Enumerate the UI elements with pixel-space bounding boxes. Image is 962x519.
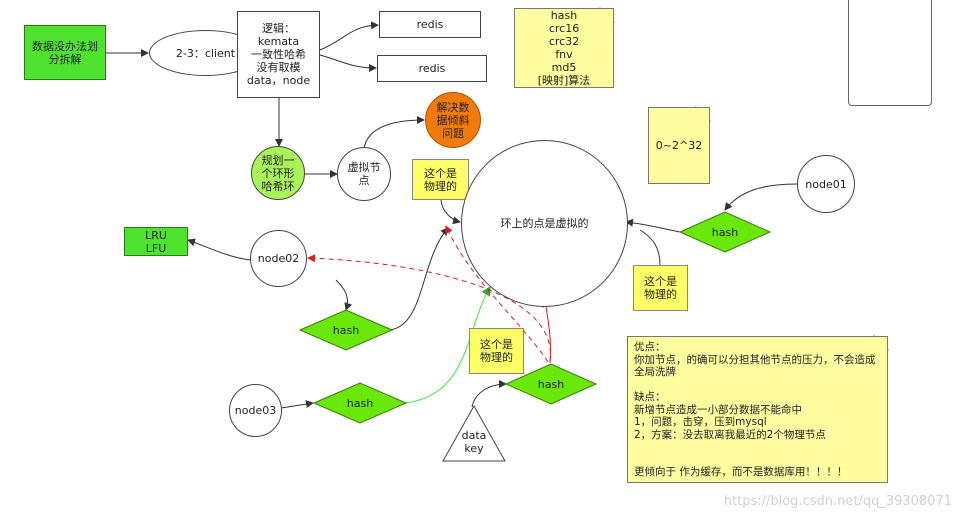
watermark: https://blog.csdn.net/qq_39308071 xyxy=(723,494,952,509)
hash-diamond-d xyxy=(678,211,772,253)
hash-algos-note: hash crc16 crc32 fnv md5 [映射]算法 xyxy=(514,8,614,88)
hash-label-a: hash xyxy=(332,323,360,337)
hash-label-c: hash xyxy=(537,377,565,391)
node01-circle: node01 xyxy=(797,155,855,213)
edge-hashc-ring-dash xyxy=(445,225,549,363)
edge-datakey-hashc xyxy=(471,380,507,408)
summary-note: 优点： 你加节点，的确可以分担其他节点的压力，不会造成全局洗牌 缺点： 新增节点… xyxy=(627,336,888,483)
logic-box: 逻辑： kemata 一致性哈希 没有取模 data，node xyxy=(237,11,320,98)
physical-box-3: 这个是 物理的 xyxy=(469,328,524,374)
edge-node03-hashb xyxy=(280,400,314,409)
edge-logic-redis2 xyxy=(319,54,377,72)
edge-virtual-skew xyxy=(363,116,425,149)
range-note: 0~2^32 xyxy=(648,107,710,184)
redis-box-1: redis xyxy=(379,11,481,38)
edge-phys2-ring xyxy=(639,229,661,266)
ring-plan-circle: 规划一 个环形 哈希环 xyxy=(251,146,305,200)
edge-phys1-ring xyxy=(440,199,461,225)
physical-box-2: 这个是 物理的 xyxy=(633,265,688,311)
edge-hasha-ring xyxy=(389,227,449,331)
ring-circle: 环上的点是虚拟的 xyxy=(461,140,628,307)
edge-hashd-ring xyxy=(625,218,681,233)
datakey-label: data key xyxy=(461,429,487,455)
physical-box-1: 这个是 物理的 xyxy=(412,159,469,200)
redis-box-2: redis xyxy=(377,55,487,82)
datakey-triangle xyxy=(442,404,506,462)
lru-box: LRU LFU xyxy=(124,227,188,256)
edge-node01-hashd xyxy=(724,183,798,211)
hash-label-d: hash xyxy=(711,225,739,239)
empty-box xyxy=(848,0,932,106)
edge-node02-lru xyxy=(187,238,252,261)
node03-circle: node03 xyxy=(229,384,282,437)
node02-circle: node02 xyxy=(250,230,307,287)
edge-logic-redis1 xyxy=(319,21,379,51)
hash-diamond-c xyxy=(504,363,598,405)
split-box: 数据没办法划 分拆解 xyxy=(24,25,106,80)
hash-diamond-a xyxy=(298,309,394,351)
hash-label-b: hash xyxy=(346,396,374,410)
hash-diamond-b xyxy=(312,382,408,424)
edge-node02-hasha xyxy=(335,279,353,311)
edge-hashc-node02-dash xyxy=(307,254,551,363)
skew-circle: 解决数 据倾斜 问题 xyxy=(425,92,481,148)
virtual-node-circle: 虚拟节 点 xyxy=(337,147,391,201)
edge-hashb-ring xyxy=(404,285,491,404)
edge-hashc-ring-red xyxy=(542,299,551,364)
